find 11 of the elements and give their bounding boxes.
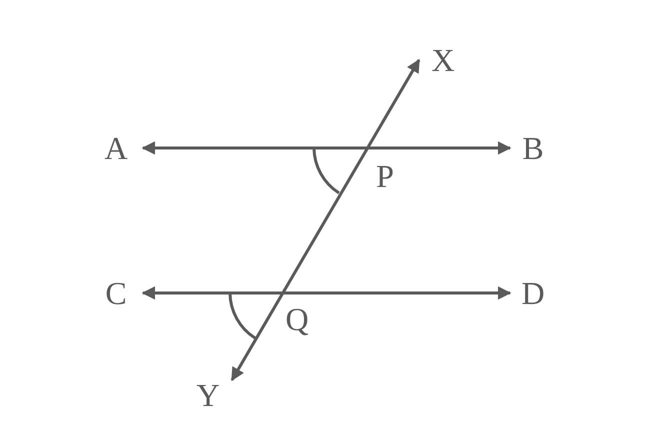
point-label: X	[429, 43, 457, 77]
arrow-line	[142, 286, 512, 300]
arrow-line	[142, 141, 512, 155]
point-label: A	[102, 131, 130, 165]
intersection-label: P	[375, 159, 395, 193]
point-label: D	[519, 276, 547, 310]
point-label: B	[520, 131, 546, 165]
intersection-label: Q	[284, 302, 310, 336]
point-label: Y	[194, 378, 222, 412]
arrow-line	[230, 58, 420, 382]
point-label: C	[103, 276, 129, 310]
